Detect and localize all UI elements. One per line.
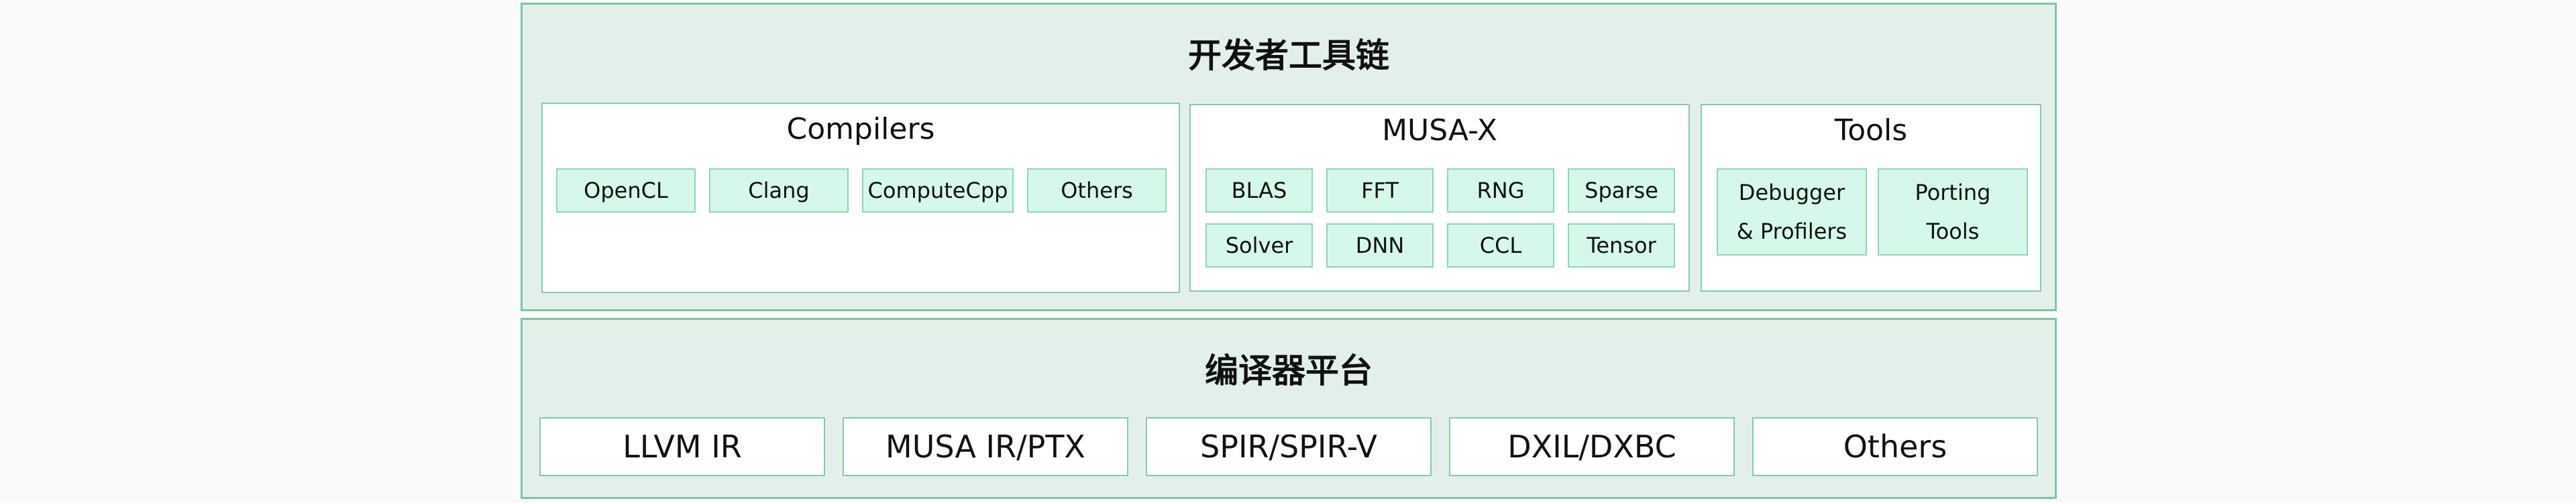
toolchain-panel: 开发者工具链 Compilers OpenCL Clang ComputeCpp… [521,3,2057,311]
musa-x-title: MUSA-X [1382,113,1497,148]
platform-spir-spir-v: SPIR/SPIR-V [1146,417,1432,476]
musa-x-solver: Solver [1205,223,1313,268]
musa-x-dnn: DNN [1326,223,1434,268]
tools-title: Tools [1834,113,1908,148]
musa-x-sparse: Sparse [1568,168,1675,213]
compiler-others: Others [1027,168,1167,213]
musa-x-blas: BLAS [1205,168,1313,213]
tools-group: Tools Debugger & Profilers Porting Tools [1701,104,2041,292]
compilers-group: Compilers OpenCL Clang ComputeCpp Others [541,103,1180,293]
compiler-clang: Clang [709,168,849,213]
platform-musa-ir-ptx: MUSA IR/PTX [843,417,1128,476]
platform-llvm-ir: LLVM IR [539,417,825,476]
musa-x-tensor: Tensor [1568,223,1675,268]
musa-x-group: MUSA-X BLAS FFT RNG Sparse Solver DNN CC… [1189,104,1690,292]
musa-x-ccl: CCL [1447,223,1554,268]
tool-porting-tools: Porting Tools [1878,168,2028,256]
toolchain-title: 开发者工具链 [1188,36,1389,75]
platform-others: Others [1752,417,2038,476]
platform-dxil-dxbc: DXIL/DXBC [1449,417,1735,476]
compiler-computecpp: ComputeCpp [862,168,1014,213]
tool-debugger-profilers: Debugger & Profilers [1717,168,1867,256]
musa-x-rng: RNG [1447,168,1554,213]
compiler-platform-title: 编译器平台 [1205,351,1373,390]
compiler-opencl: OpenCL [556,168,696,213]
compilers-title: Compilers [786,112,935,146]
musa-x-fft: FFT [1326,168,1434,213]
